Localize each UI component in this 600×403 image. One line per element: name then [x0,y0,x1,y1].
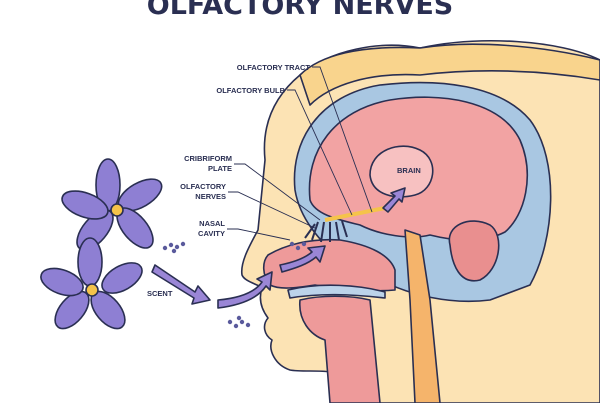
label-scent: SCENT [147,289,173,298]
leader-nerves [228,191,316,229]
label-nerves-1: OLFACTORY [180,182,226,191]
olfactory-bulb-nerves [304,206,386,243]
cerebellum [448,220,500,282]
hair [299,43,600,106]
label-olfactory-tract: OLFACTORY TRACT [237,63,311,72]
scent-particles [162,241,307,329]
label-nasal-1: NASAL [199,219,225,228]
inner-brain [369,145,434,198]
label-olfactory-bulb: OLFACTORY BULB [216,86,285,95]
leader-bulb [287,89,353,216]
scent-arrows [151,187,406,309]
diagram-title: OLFACTORY NERVES [147,0,453,21]
leader-tract [312,66,373,213]
flower-top [61,158,163,251]
leader-cribriform [234,163,321,221]
label-cribriform-1: CRIBRIFORM [184,154,232,163]
palate [287,284,386,299]
flower-bottom [40,237,143,330]
brainstem [404,229,441,403]
label-cribriform-2: PLATE [208,164,232,173]
label-nerves-2: NERVES [195,192,226,201]
label-brain: BRAIN [397,166,421,175]
throat [299,295,381,403]
leader-nasal [227,228,291,241]
label-nasal-2: CAVITY [198,229,225,238]
